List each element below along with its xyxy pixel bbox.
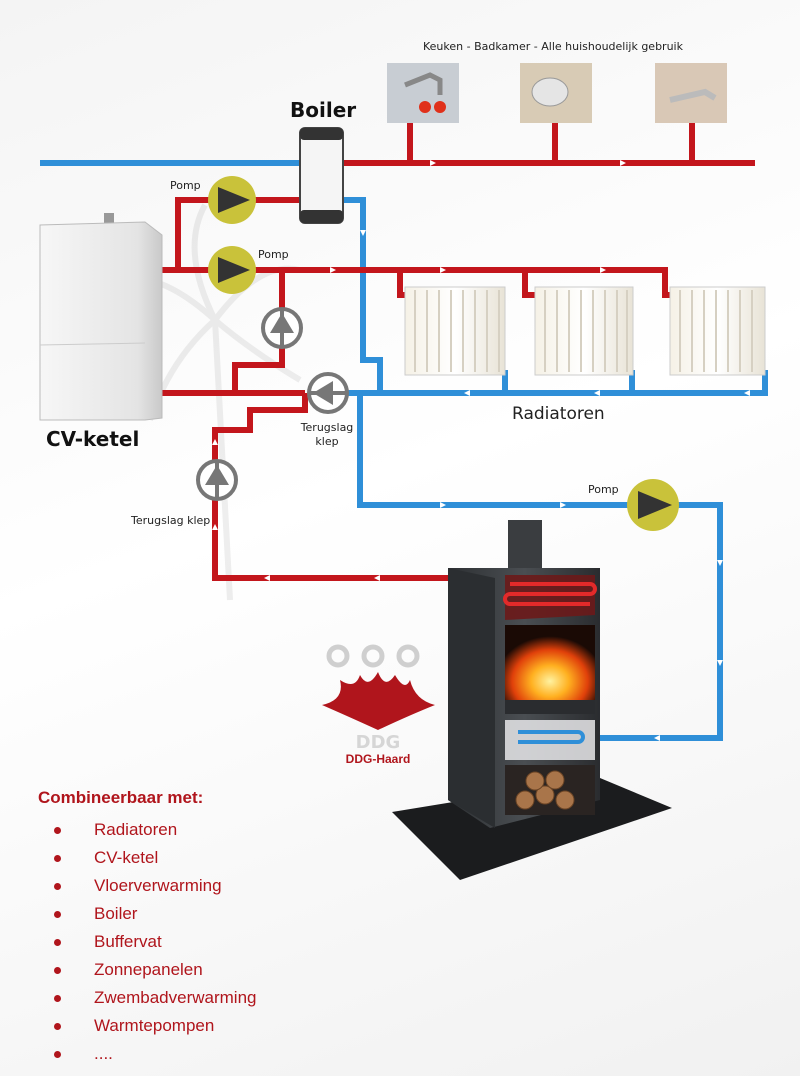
cold-pipes	[40, 160, 768, 741]
radiatoren-label: Radiatoren	[512, 404, 605, 424]
water-coil	[518, 730, 585, 744]
pump-icon	[627, 479, 679, 531]
list-item: Warmtepompen	[38, 1012, 368, 1040]
list-item: Zwembadverwarming	[38, 984, 368, 1012]
usage-label: Keuken - Badkamer - Alle huishoudelijk g…	[423, 40, 683, 53]
radiator-3	[669, 286, 766, 376]
terugslag-klep-label-2: Terugslag klep	[300, 421, 354, 448]
svg-text:DDG: DDG	[356, 732, 401, 753]
list-item: Buffervat	[38, 928, 368, 956]
check-valve-icon	[307, 372, 349, 414]
firewood	[515, 770, 575, 810]
list-item: Zonnepanelen	[38, 956, 368, 984]
list-item: CV-ketel	[38, 844, 368, 872]
pump-label-3: Pomp	[588, 483, 619, 496]
kitchen-tap-image	[387, 63, 459, 123]
radiator-1	[404, 286, 506, 376]
flow-arrows	[212, 160, 750, 741]
terugslag-klep-label-1: Terugslag klep	[131, 514, 211, 527]
cv-ketel-unit	[39, 213, 163, 421]
combineerbaar-legend: Combineerbaar met: Radiatoren CV-ketel V…	[38, 788, 368, 1068]
list-item: Boiler	[38, 900, 368, 928]
pump-icon	[208, 176, 256, 224]
pump-label-1: Pomp	[170, 179, 201, 192]
heat-exchanger-coil	[503, 582, 597, 606]
legend-title: Combineerbaar met:	[38, 788, 204, 807]
boiler-tank	[299, 127, 344, 224]
ddg-haard-stove	[392, 520, 672, 880]
brand-label: DDG-Haard	[345, 752, 411, 766]
check-valve-icon	[261, 307, 303, 349]
list-item: ....	[38, 1040, 368, 1068]
cv-ketel-label: CV-ketel	[46, 427, 140, 451]
radiator-2	[534, 286, 634, 376]
legend-list: Radiatoren CV-ketel Vloerverwarming Boil…	[38, 816, 368, 1068]
pump-icon	[208, 246, 256, 294]
pump-label-2: Pomp	[258, 248, 289, 261]
bathroom-tap-image	[655, 63, 727, 123]
boiler-label: Boiler	[290, 98, 357, 122]
list-item: Vloerverwarming	[38, 872, 368, 900]
ddg-logo: DDG	[322, 644, 435, 753]
list-item: Radiatoren	[38, 816, 368, 844]
check-valve-icon	[196, 459, 238, 501]
shower-image	[520, 63, 592, 123]
